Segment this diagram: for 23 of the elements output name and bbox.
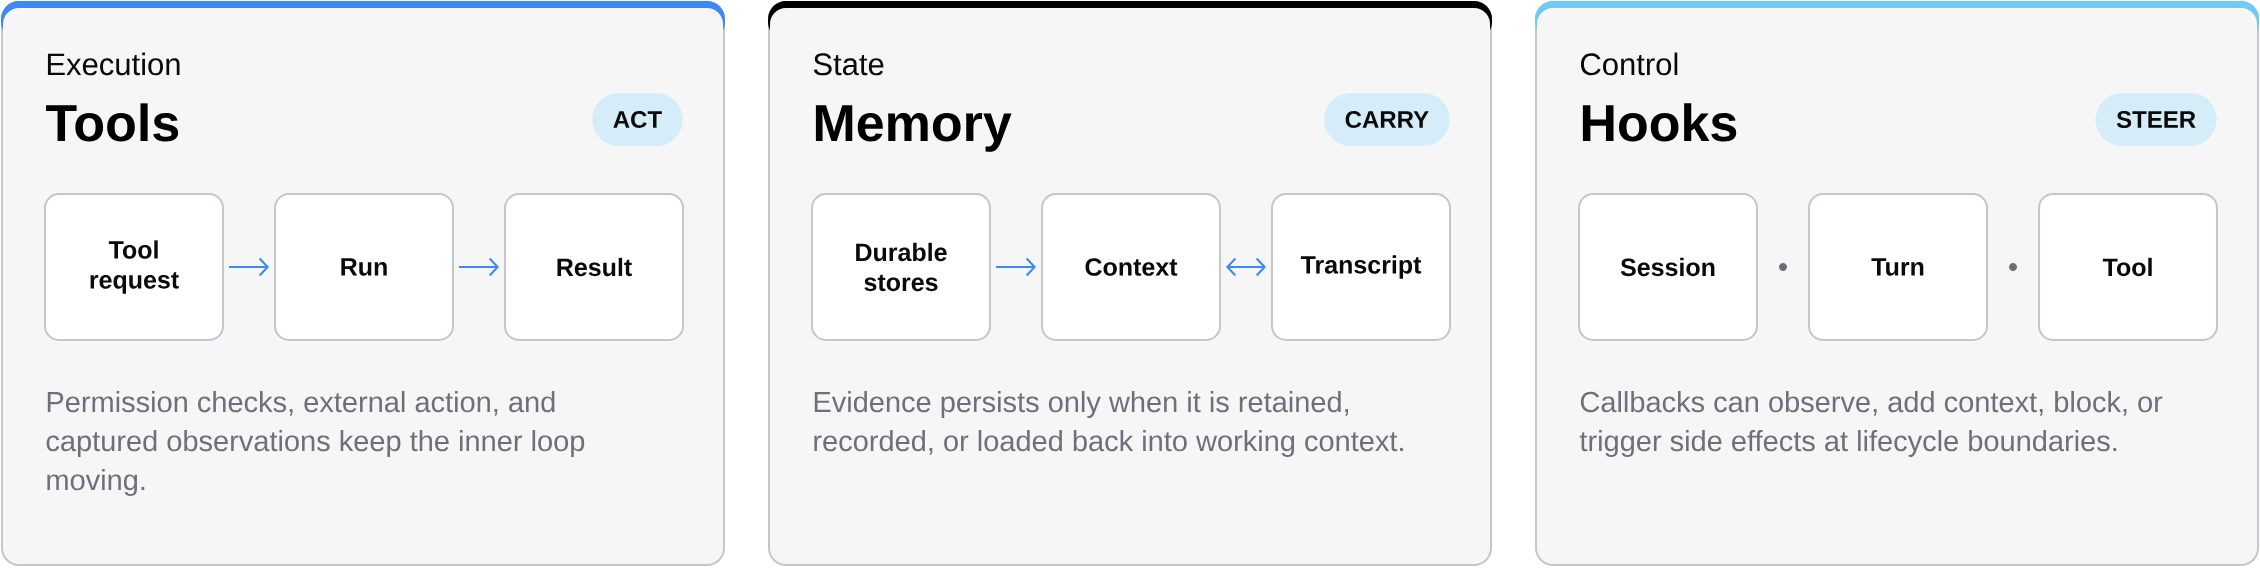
category-label: Control bbox=[1581, 52, 1678, 76]
arrow bbox=[228, 257, 269, 277]
step-box: Tool request bbox=[44, 193, 224, 341]
category-label: Execution bbox=[47, 52, 180, 76]
category-label: State bbox=[813, 53, 884, 76]
description: Evidence persists only when it is retained, recorded, or loaded back into working context. bbox=[814, 391, 1403, 458]
step-box: Transcript bbox=[1271, 193, 1451, 341]
step-box: Result bbox=[504, 193, 684, 341]
card-title: Hooks bbox=[1582, 103, 1737, 142]
step-box: Run bbox=[274, 193, 454, 341]
description: Permission checks, external action, and captured observations keep the inner loop moving. bbox=[46, 391, 585, 497]
card-title: Tools bbox=[46, 103, 179, 142]
arrow bbox=[1226, 257, 1266, 277]
description: Callbacks can observe, add context, block, or trigger side effects at lifecycle boundaries. bbox=[1579, 391, 2163, 458]
step-box: Durable stores bbox=[811, 193, 991, 341]
step-box: Session bbox=[1578, 193, 1758, 341]
arrow bbox=[995, 257, 1036, 277]
step-box: Turn bbox=[1808, 193, 1988, 341]
step-box: Tool bbox=[2038, 193, 2218, 341]
step-box: Context bbox=[1041, 193, 1221, 341]
badge: ACT bbox=[592, 93, 683, 146]
arrow bbox=[458, 257, 499, 277]
card-title: Memory bbox=[815, 105, 1012, 152]
